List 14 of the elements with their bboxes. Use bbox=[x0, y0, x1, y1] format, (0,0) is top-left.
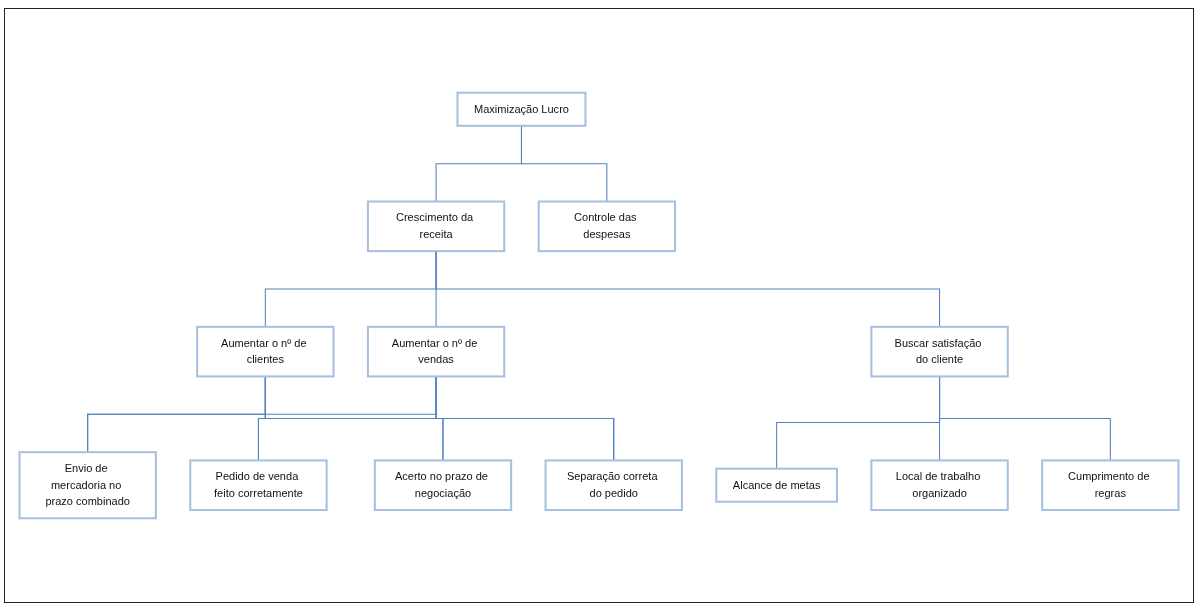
node-box bbox=[366, 200, 506, 253]
node-box bbox=[1041, 459, 1180, 512]
node-box bbox=[18, 451, 157, 520]
node-box bbox=[366, 325, 506, 378]
node-box bbox=[189, 459, 328, 512]
node-box bbox=[870, 459, 1009, 512]
node-box bbox=[373, 459, 513, 512]
node-box bbox=[870, 325, 1009, 378]
diagram-frame: Maximização Lucro Crescimento da receita Controle das despesas Aumentar o nº de clientes Aumentar o nº de vendas Buscar satisfação do cliente Envio de mercadoria no prazo combinado Pedido de venda feito corretamente Acerto no prazo de negociação Separação correta do pedido Alcance de metas Local de trabalho organizado Cumprimento de regras bbox=[4, 8, 1194, 603]
node-box bbox=[537, 200, 677, 253]
node-box bbox=[196, 325, 335, 378]
node-box bbox=[544, 459, 683, 512]
node-box bbox=[456, 91, 587, 127]
node-box bbox=[715, 467, 838, 503]
